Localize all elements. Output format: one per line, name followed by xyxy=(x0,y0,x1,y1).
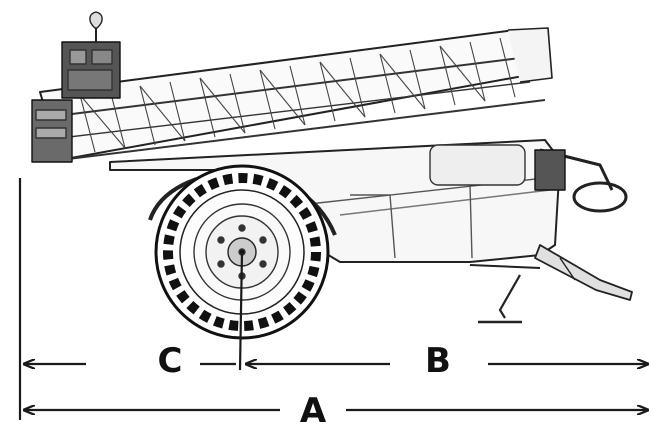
axle-reference-line xyxy=(238,251,244,371)
dimension-lines xyxy=(18,178,648,420)
boom-frame xyxy=(39,27,553,161)
tank-body xyxy=(109,139,628,263)
valve-block xyxy=(31,11,121,163)
drawbar xyxy=(469,244,633,324)
dimension-label-a: A xyxy=(300,391,327,430)
dimension-label-b: B xyxy=(425,341,451,381)
sprayer-illustration xyxy=(31,11,633,340)
dimension-label-c: C xyxy=(158,341,183,381)
